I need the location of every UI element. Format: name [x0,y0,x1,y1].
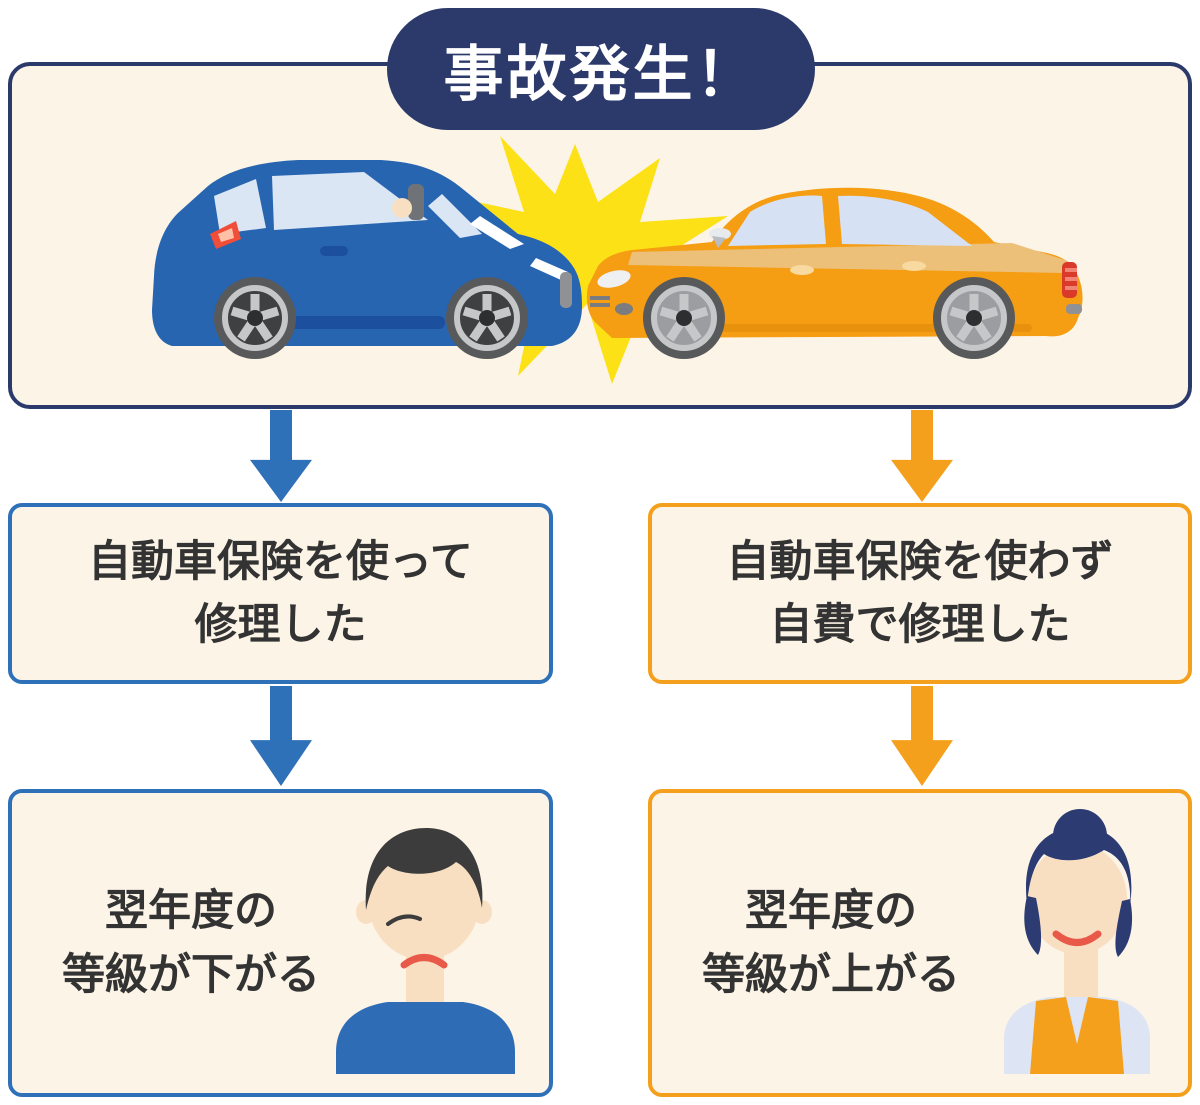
arrow-down-orange-1 [890,410,954,502]
sad-man-icon [336,828,515,1074]
blue-car-icon [152,160,582,359]
arrow-down-blue-2 [249,686,313,786]
happy-woman-icon [1004,809,1150,1074]
insurance-used-line1: 自動車保険を使って [88,537,473,588]
grade-up-line2: 等級が上がる [702,950,960,1000]
insurance-used-box: 自動車保険を使って 修理した [8,503,553,684]
arrow-down-orange-2 [890,686,954,786]
crash-star-icon [440,136,736,384]
arrow-down-blue-1 [249,410,313,502]
self-paid-box: 自動車保険を使わず 自費で修理した [648,503,1192,684]
accident-scene-illustration [152,136,1083,384]
self-paid-line1: 自動車保険を使わず [726,537,1114,588]
self-paid-line2: 自費で修理した [769,599,1071,650]
grade-down-line1: 翌年度の [105,885,277,936]
grade-down-line2: 等級が下がる [62,950,320,1000]
grade-up-line1: 翌年度の [745,885,917,936]
grade-up-text: 翌年度の 等級が上がる [666,793,996,1093]
grade-down-text: 翌年度の 等級が下がる [26,793,356,1093]
orange-car-icon [586,187,1083,359]
grade-down-box: 翌年度の 等級が下がる [8,789,553,1097]
accident-banner: 事故発生！ [387,8,815,130]
grade-up-box: 翌年度の 等級が上がる [648,789,1192,1097]
insurance-used-line2: 修理した [194,599,367,650]
accident-banner-title: 事故発生！ [443,39,759,110]
